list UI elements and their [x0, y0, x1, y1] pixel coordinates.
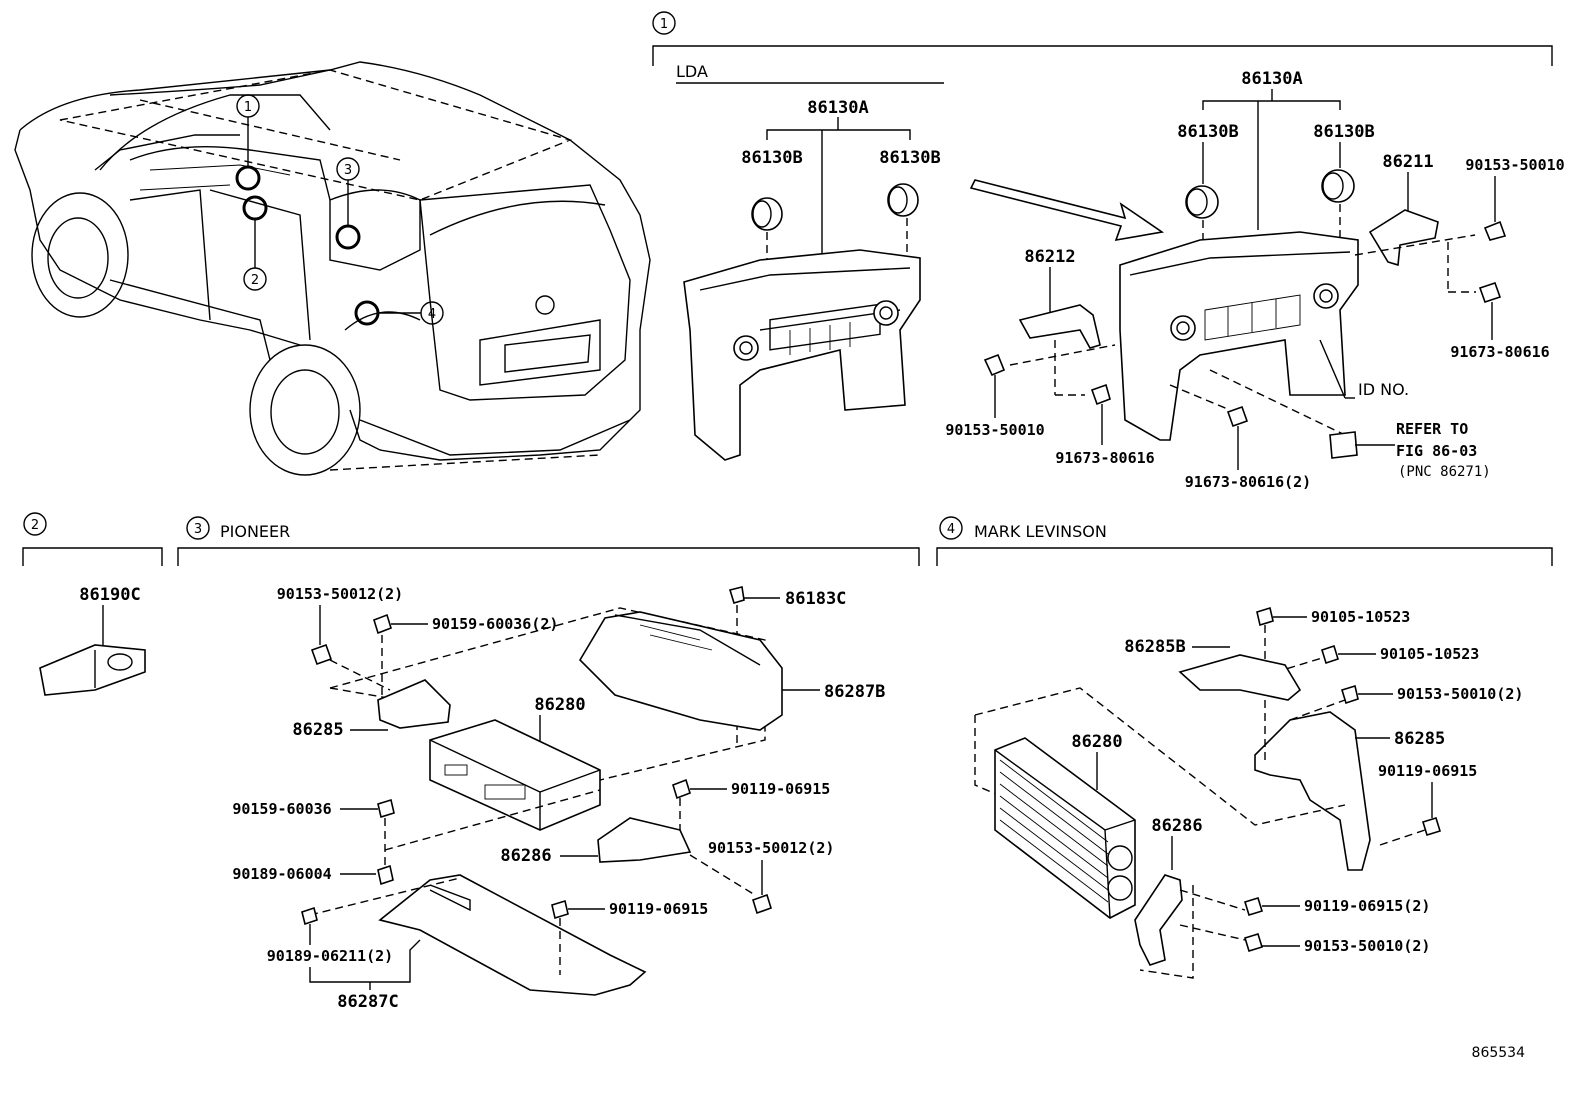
label-90153-50010-2-top: 90153-50010(2) [1397, 685, 1523, 703]
label-86130A: 86130A [1241, 69, 1302, 89]
section-1-sub-lda: LDA [676, 62, 708, 81]
label-90153-50010-left: 90153-50010 [945, 421, 1044, 439]
label-86190C: 86190C [79, 585, 140, 605]
label-86130B-right: 86130B [1313, 122, 1374, 142]
transition-arrow [969, 179, 1165, 242]
label-86280-pioneer: 86280 [534, 695, 585, 715]
section-3-number: 3 [194, 522, 202, 537]
label-id-no: ID NO. [1358, 380, 1409, 399]
vehicle-illustration: 1 2 3 4 [14, 61, 651, 476]
section-4-mark-levinson: 4 MARK LEVINSON 90105-10523 90105-10523 … [936, 516, 1553, 979]
vehicle-callout-3: 3 [344, 163, 352, 178]
label-86183C: 86183C [785, 589, 846, 609]
label-86285-pioneer: 86285 [292, 720, 343, 740]
label-90105-10523-a: 90105-10523 [1311, 608, 1410, 626]
label-90159-60036: 90159-60036 [232, 800, 331, 818]
label-90119-06915-2: 90119-06915(2) [1304, 897, 1430, 915]
vehicle-callout-2: 2 [251, 273, 259, 288]
section-1-header: 1 LDA [652, 11, 1553, 84]
section-2-number: 2 [31, 518, 39, 533]
refer-line-2: FIG 86-03 [1396, 442, 1477, 460]
label-90189-06004: 90189-06004 [232, 865, 331, 883]
section-4-number: 4 [947, 522, 955, 537]
label-86287C: 86287C [337, 992, 398, 1012]
label-86287B: 86287B [824, 682, 885, 702]
label-91673-80616-bottom: 91673-80616 [1055, 449, 1154, 467]
lda-head-unit: 86130A 86130B 86130B [683, 98, 941, 461]
label-91673-80616-right: 91673-80616 [1450, 343, 1549, 361]
refer-line-1: REFER TO [1396, 420, 1468, 438]
label-90119-06915-a: 90119-06915 [731, 780, 830, 798]
section-1-number: 1 [660, 17, 668, 32]
section-4-title: MARK LEVINSON [974, 522, 1107, 541]
section-2: 2 86190C [22, 512, 163, 696]
label-90153-50012-2-bottom: 90153-50012(2) [708, 839, 834, 857]
main-head-unit: 86130A 86130B 86130B 86211 90153-50010 [945, 69, 1564, 491]
label-86285-ml: 86285 [1394, 729, 1445, 749]
label-86285B: 86285B [1124, 637, 1185, 657]
label-86286-ml: 86286 [1151, 816, 1202, 836]
label-90105-10523-b: 90105-10523 [1380, 645, 1479, 663]
label-90189-06211-2: 90189-06211(2) [267, 947, 393, 965]
label-90159-60036-2: 90159-60036(2) [432, 615, 558, 633]
label-90153-50012-2-top: 90153-50012(2) [277, 585, 403, 603]
lda-label-86130B-left: 86130B [741, 148, 802, 168]
label-86130B-left: 86130B [1177, 122, 1238, 142]
lda-label-86130A: 86130A [807, 98, 868, 118]
lda-label-86130B-right: 86130B [879, 148, 940, 168]
figure-id: 865534 [1472, 1045, 1526, 1061]
label-90119-06915-b: 90119-06915 [609, 900, 708, 918]
label-90153-50010-top: 90153-50010 [1465, 156, 1564, 174]
section-3-title: PIONEER [220, 522, 290, 541]
label-90153-50010-2-bottom: 90153-50010(2) [1304, 937, 1430, 955]
label-86211: 86211 [1382, 152, 1433, 172]
label-86212: 86212 [1024, 247, 1075, 267]
section-3-pioneer: 3 PIONEER 90153-50012(2) 90159-60036(2) … [177, 516, 920, 1012]
label-86280-ml: 86280 [1071, 732, 1122, 752]
refer-line-3: (PNC 86271) [1398, 464, 1491, 480]
vehicle-callout-4: 4 [428, 307, 436, 322]
label-86286-pioneer: 86286 [500, 846, 551, 866]
label-90119-06915-ml: 90119-06915 [1378, 762, 1477, 780]
vehicle-callout-1: 1 [244, 100, 252, 115]
label-91673-80616-2: 91673-80616(2) [1185, 473, 1311, 491]
